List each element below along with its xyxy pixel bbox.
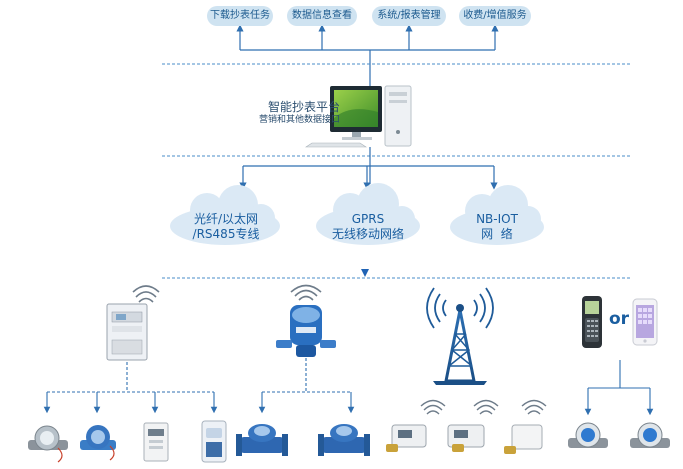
dashed-separators	[162, 63, 630, 279]
or-label: or	[609, 309, 630, 329]
smart-valve-meter-icon	[386, 424, 427, 452]
service-download-reading-tasks: 下载抄表任务	[207, 6, 273, 26]
network-fiber-line1: 光纤/以太网	[193, 212, 259, 226]
network-connectors	[239, 147, 498, 190]
wifi-signal-icon	[420, 399, 446, 415]
water-meter-icon	[80, 425, 116, 461]
smartphone-icon	[632, 298, 658, 346]
concentrator-icon	[106, 303, 148, 361]
device-connectors	[47, 358, 351, 393]
network-nbiot-label: NB-IOT 网 络	[455, 212, 539, 242]
network-fiber-line2: /RS485专线	[192, 227, 260, 241]
electric-meter-icon	[201, 420, 227, 463]
network-fiber-label: 光纤/以太网 /RS485专线	[178, 212, 274, 242]
down-triangle-icon	[361, 269, 369, 277]
nbiot-cloud-icon	[450, 185, 544, 245]
network-gprs-line1: GPRS	[351, 212, 385, 226]
smart-valve-meter-icon	[447, 424, 485, 452]
platform-subtitle: 营销和其他数据接口	[258, 115, 340, 125]
computer-icon	[305, 85, 412, 148]
water-meter-icon	[568, 422, 608, 448]
broadcast-signal-icon	[426, 287, 494, 329]
handheld-reader-icon	[582, 296, 602, 348]
wifi-signal-icon	[132, 285, 160, 303]
device-arrows	[43, 360, 654, 416]
network-clouds	[170, 183, 544, 245]
wifi-signal-icon	[290, 284, 322, 301]
wifi-signal-icon	[521, 399, 547, 415]
platform-title: 智能抄表平台	[267, 100, 340, 114]
gprs-cloud-icon	[316, 183, 420, 245]
smart-valve-meter-icon	[504, 424, 543, 454]
service-view-data: 数据信息查看	[287, 6, 357, 26]
electric-meter-icon	[143, 422, 169, 462]
wireless-water-meter-icon	[276, 305, 336, 357]
network-gprs-label: GPRS 无线移动网络	[316, 212, 420, 242]
service-billing-value-added: 收费/增值服务	[459, 6, 531, 26]
service-system-report-management: 系统/报表管理	[372, 6, 446, 26]
network-nbiot-line1: NB-IOT	[476, 212, 518, 226]
cell-tower-icon	[433, 304, 487, 385]
network-gprs-line2: 无线移动网络	[331, 227, 404, 241]
fiber-cloud-icon	[170, 185, 280, 245]
water-meter-icon	[630, 422, 670, 448]
wifi-signal-icon	[473, 399, 499, 415]
water-meter-icon	[236, 424, 288, 456]
water-meter-icon	[28, 425, 68, 463]
service-connectors	[236, 24, 499, 86]
water-meter-icon	[318, 424, 370, 456]
network-nbiot-line2: 网 络	[481, 227, 513, 241]
